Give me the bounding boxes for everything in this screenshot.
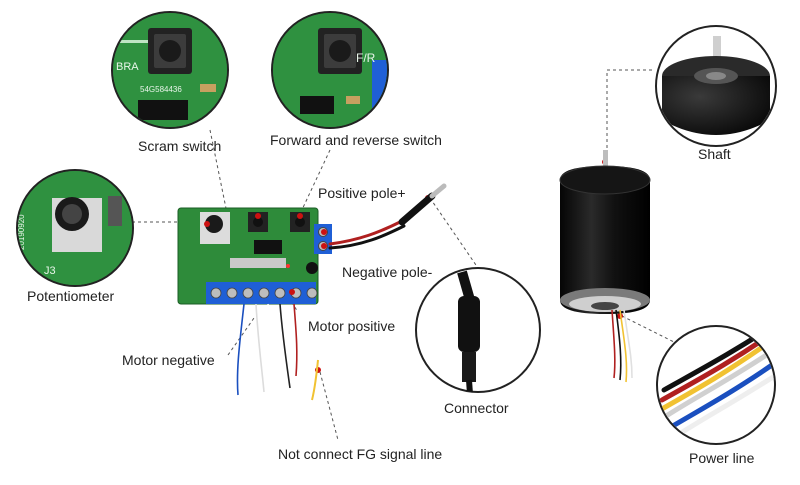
controller-board <box>177 207 332 305</box>
power-cables <box>328 183 447 250</box>
label-power-line: Power line <box>689 450 755 466</box>
label-positive-pole: Positive pole+ <box>318 185 406 201</box>
board-chip <box>254 240 282 254</box>
label-scram-switch: Scram switch <box>138 138 222 154</box>
leader-connector <box>429 197 479 269</box>
zoom-j3-text: J3 <box>44 265 56 277</box>
label-not-connect-fg: Not connect FG signal line <box>278 446 443 462</box>
zoom-fr-text: F/R <box>356 51 376 65</box>
leader-scram <box>209 129 229 219</box>
label-connector: Connector <box>444 400 509 416</box>
label-potentiometer: Potentiometer <box>27 288 115 304</box>
leader-lines <box>132 69 681 441</box>
leader-fr <box>299 149 331 215</box>
zoom-board-id: 20190920 <box>17 214 26 250</box>
power-line-zoom <box>656 325 776 445</box>
motor-body <box>559 150 651 314</box>
scram-switch-zoom: BRA 54G584436 <box>111 11 229 129</box>
connector-zoom <box>415 267 541 393</box>
shaft-zoom <box>655 25 777 147</box>
label-motor-positive: Motor positive <box>308 318 396 334</box>
fr-switch-zoom: F/R <box>271 11 389 129</box>
leader-shaft <box>606 69 655 160</box>
potentiometer-zoom: J3 20190920 <box>16 169 134 287</box>
leader-motor-neg <box>227 317 255 356</box>
label-forward-reverse-switch: Forward and reverse switch <box>270 132 442 148</box>
leader-motor-pos <box>284 291 299 313</box>
label-shaft: Shaft <box>698 146 731 162</box>
leader-fg <box>319 371 339 441</box>
zoom-bra-text: BRA <box>116 61 139 73</box>
motor-lead-wires <box>611 309 633 383</box>
leader-power <box>621 315 681 346</box>
zoom-chip-code: 54G584436 <box>140 85 182 94</box>
label-motor-negative: Motor negative <box>122 352 215 368</box>
motor-wires <box>236 303 319 401</box>
label-negative-pole: Negative pole- <box>342 264 433 280</box>
